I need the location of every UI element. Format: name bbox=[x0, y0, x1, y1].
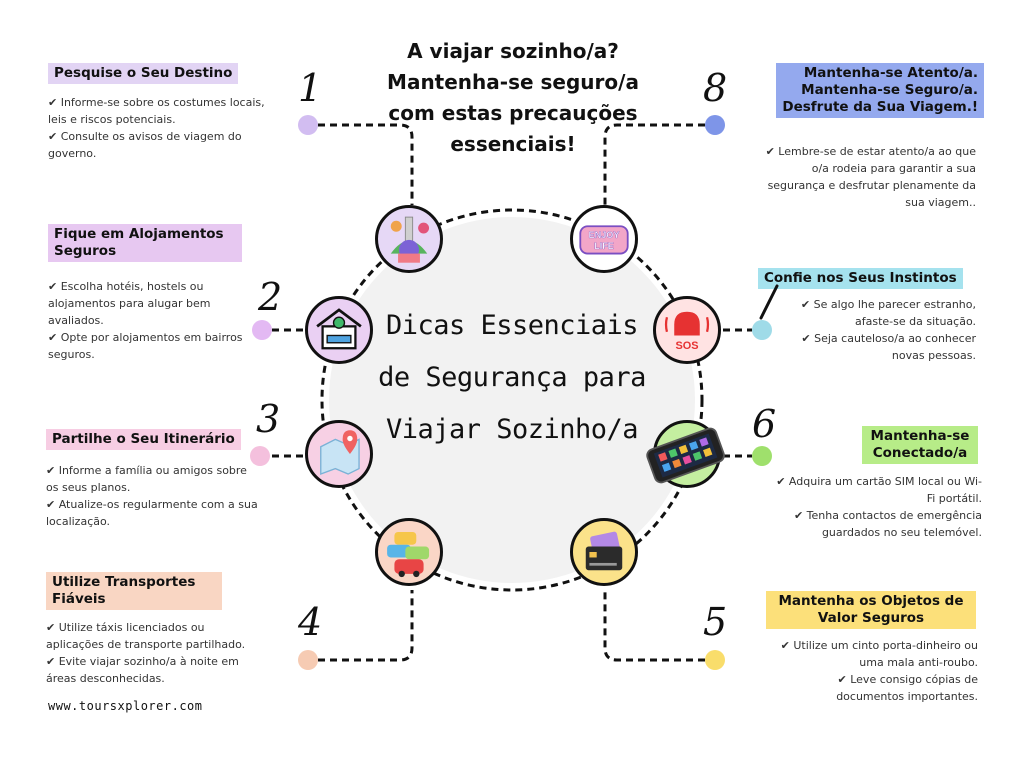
tip2-bullet-2: ✔ Opte por alojamentos em bairros seguro… bbox=[48, 331, 243, 361]
tip4-bullet-1: ✔ Utilize táxis licenciados ou aplicaçõe… bbox=[46, 621, 246, 651]
tip3-heading: Partilhe o Seu Itinerário bbox=[46, 429, 241, 450]
house-bed-check-icon bbox=[305, 296, 373, 364]
tip5-dot bbox=[705, 650, 725, 670]
tip1-number: 1 bbox=[298, 66, 323, 110]
center-ring bbox=[320, 208, 704, 592]
pencil-icon bbox=[759, 284, 779, 320]
life-label: LIFE bbox=[594, 241, 614, 251]
travel-landmarks-icon bbox=[375, 205, 443, 273]
tip6-number: 6 bbox=[752, 402, 777, 446]
tip3-bullet-2: ✔ Atualize-os regularmente com a sua loc… bbox=[46, 498, 258, 528]
infographic-title: A viajar sozinho/a? Mantenha-se seguro/a… bbox=[387, 39, 639, 156]
tip1-body: ✔ Informe-se sobre os costumes locais, l… bbox=[48, 94, 270, 162]
tip2-body: ✔ Escolha hotéis, hostels ou alojamentos… bbox=[48, 278, 260, 363]
tip6-bullet-1: ✔ Adquira um cartão SIM local ou Wi-Fi p… bbox=[776, 475, 982, 505]
tip5-bullet-1: ✔ Utilize um cinto porta-dinheiro ou uma… bbox=[780, 639, 978, 669]
tip4-bullet-2: ✔ Evite viajar sozinho/a à noite em área… bbox=[46, 655, 239, 685]
website-url: www.toursxplorer.com bbox=[48, 699, 203, 713]
tip8-number: 8 bbox=[703, 66, 728, 110]
center-title: Dicas Essenciais de Segurança para Viaja… bbox=[378, 310, 646, 445]
tip7-bullet-2: ✔ Seja cauteloso/a ao conhecer novas pes… bbox=[801, 332, 976, 362]
tip2-dot bbox=[252, 320, 272, 340]
tip4-body: ✔ Utilize táxis licenciados ou aplicaçõe… bbox=[46, 619, 258, 687]
center-circle bbox=[329, 217, 695, 583]
tip3-body: ✔ Informe a família ou amigos sobre os s… bbox=[46, 462, 258, 530]
cars-icon bbox=[375, 518, 443, 586]
tip1-dot bbox=[298, 115, 318, 135]
tip8-body: ✔ Lembre-se de estar atento/a ao que o/a… bbox=[762, 143, 976, 211]
tip4-number: 4 bbox=[298, 600, 323, 644]
tip6-bullet-2: ✔ Tenha contactos de emergência guardado… bbox=[793, 509, 982, 539]
tip3-number: 3 bbox=[256, 397, 281, 441]
tip6-dot bbox=[752, 446, 772, 466]
tip2-heading: Fique em Alojamentos Seguros bbox=[48, 224, 242, 262]
tip2-number: 2 bbox=[258, 275, 283, 319]
tip1-bullet-1: ✔ Informe-se sobre os costumes locais, l… bbox=[48, 96, 265, 126]
tip4-dot bbox=[298, 650, 318, 670]
tip5-heading: Mantenha os Objetos de Valor Seguros bbox=[766, 591, 976, 629]
tip1-heading: Pesquise o Seu Destino bbox=[48, 63, 239, 84]
enjoy-life-icon: ENJOY LIFE bbox=[570, 205, 638, 273]
tip8-heading: Mantenha-se Atento/a. Mantenha-se Seguro… bbox=[776, 63, 984, 118]
tip5-number: 5 bbox=[703, 600, 728, 644]
smartphone-icon bbox=[646, 420, 725, 488]
tip7-heading: Confie nos Seus Instintos bbox=[758, 268, 963, 289]
enjoy-label: ENJOY bbox=[589, 230, 620, 240]
tip2-bullet-1: ✔ Escolha hotéis, hostels ou alojamentos… bbox=[48, 280, 211, 327]
tip7-dot bbox=[752, 320, 772, 340]
tip8-bullet-1: ✔ Lembre-se de estar atento/a ao que o/a… bbox=[765, 145, 976, 209]
tip7-body: ✔ Se algo lhe parecer estranho, afaste-s… bbox=[772, 296, 976, 364]
map-pin-icon bbox=[305, 420, 373, 488]
tip6-heading: Mantenha-se Conectado/a bbox=[862, 426, 978, 464]
tip5-body: ✔ Utilize um cinto porta-dinheiro ou uma… bbox=[768, 637, 978, 705]
tip8-dot bbox=[705, 115, 725, 135]
tip5-bullet-2: ✔ Leve consigo cópias de documentos impo… bbox=[836, 673, 978, 703]
sos-label: SOS bbox=[675, 340, 698, 352]
sos-alarm-icon: SOS bbox=[653, 296, 721, 364]
tip3-dot bbox=[250, 446, 270, 466]
tip4-heading: Utilize Transportes Fiáveis bbox=[46, 572, 222, 610]
cards-icon bbox=[570, 518, 638, 586]
tip7-bullet-1: ✔ Se algo lhe parecer estranho, afaste-s… bbox=[800, 298, 976, 328]
tip3-bullet-1: ✔ Informe a família ou amigos sobre os s… bbox=[46, 464, 247, 494]
tip6-body: ✔ Adquira um cartão SIM local ou Wi-Fi p… bbox=[772, 473, 982, 541]
tip1-bullet-2: ✔ Consulte os avisos de viagem do govern… bbox=[48, 130, 242, 160]
